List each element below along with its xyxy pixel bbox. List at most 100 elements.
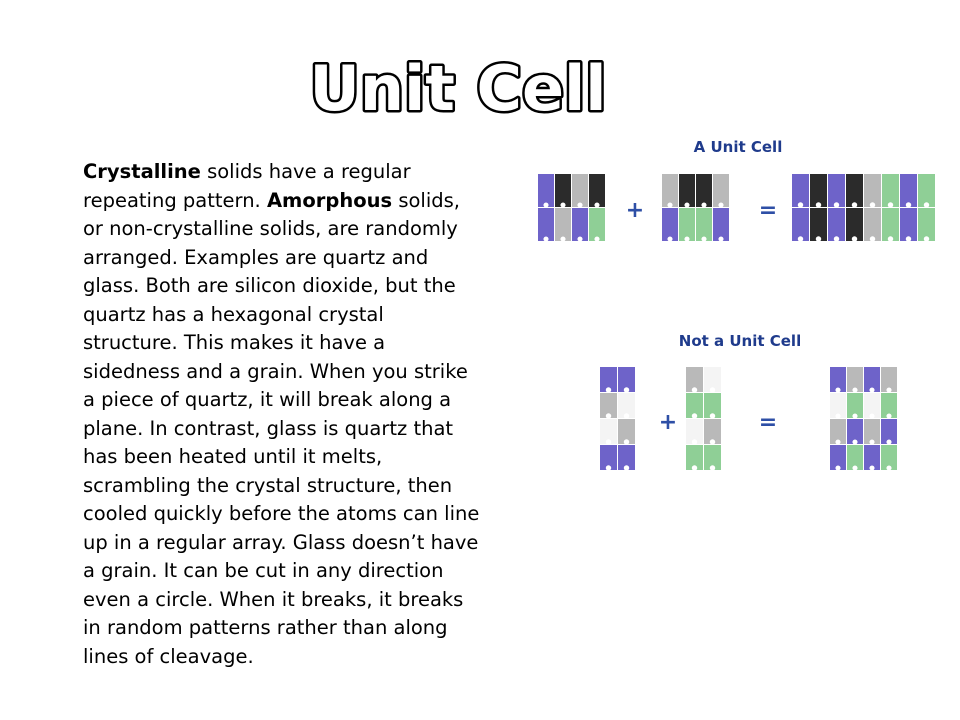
puzzle-knob xyxy=(709,413,716,419)
puzzle-piece xyxy=(830,367,846,392)
puzzle-knob xyxy=(905,236,912,242)
bold-term: Crystalline xyxy=(83,160,201,183)
puzzle-knob xyxy=(815,236,822,242)
puzzle-knob xyxy=(577,202,583,208)
puzzle-piece xyxy=(864,419,880,444)
puzzle-knob xyxy=(835,439,841,445)
puzzle-piece xyxy=(600,367,617,392)
puzzle-knob xyxy=(852,465,858,471)
puzzle-knob xyxy=(869,413,875,419)
plus-sign: + xyxy=(659,410,677,435)
puzzle-knob xyxy=(605,439,612,445)
puzzle-knob xyxy=(815,202,822,208)
unit-cell-row xyxy=(538,174,935,242)
puzzle-knob xyxy=(718,236,724,242)
puzzle-piece xyxy=(662,208,678,241)
puzzle-piece xyxy=(555,174,571,207)
puzzle-piece xyxy=(847,445,863,470)
puzzle-piece xyxy=(918,174,935,207)
puzzle-piece xyxy=(881,393,897,418)
body-paragraph: Crystalline solids have a regular repeat… xyxy=(83,158,483,671)
puzzle-knob xyxy=(833,236,840,242)
puzzle-piece xyxy=(810,208,827,241)
puzzle-piece xyxy=(686,367,703,392)
figure-label-unit-cell: A Unit Cell xyxy=(694,138,783,156)
puzzle-knob xyxy=(667,236,673,242)
equals-sign: = xyxy=(759,410,777,435)
puzzle-knob xyxy=(852,387,858,393)
puzzle-piece xyxy=(881,419,897,444)
puzzle-knob xyxy=(701,236,707,242)
puzzle-knob xyxy=(560,202,566,208)
puzzle-knob xyxy=(886,387,892,393)
puzzle-knob xyxy=(623,465,630,471)
puzzle-knob xyxy=(852,413,858,419)
puzzle-piece xyxy=(864,174,881,207)
puzzle-knob xyxy=(887,236,894,242)
puzzle-piece xyxy=(696,208,712,241)
puzzle-piece xyxy=(618,393,635,418)
puzzle-piece xyxy=(881,367,897,392)
puzzle-knob xyxy=(869,236,876,242)
unit-cell-figure: A Unit Cell + = Not a Unit Cell + = xyxy=(538,138,935,471)
puzzle-piece xyxy=(713,174,729,207)
puzzle-knob xyxy=(923,202,930,208)
puzzle-piece xyxy=(679,208,695,241)
puzzle-piece xyxy=(686,419,703,444)
bold-term: Amorphous xyxy=(266,188,393,212)
figure-label-not-unit-cell: Not a Unit Cell xyxy=(679,332,801,350)
puzzle-knob xyxy=(605,387,612,393)
puzzle-piece xyxy=(900,208,917,241)
puzzle-piece xyxy=(696,174,712,207)
puzzle-knob xyxy=(543,236,549,242)
puzzle-knob xyxy=(543,202,549,208)
puzzle-piece xyxy=(828,208,845,241)
puzzle-knob xyxy=(594,202,600,208)
puzzle-piece xyxy=(600,393,617,418)
puzzle-piece xyxy=(864,393,880,418)
puzzle-piece xyxy=(662,174,678,207)
puzzle-knob xyxy=(886,413,892,419)
puzzle-piece xyxy=(830,445,846,470)
puzzle-piece xyxy=(792,208,809,241)
puzzle-piece xyxy=(686,393,703,418)
puzzle-knob xyxy=(691,465,698,471)
puzzle-piece xyxy=(864,367,880,392)
puzzle-piece xyxy=(713,208,729,241)
puzzle-knob xyxy=(709,465,716,471)
puzzle-knob xyxy=(691,439,698,445)
slide-title: Unit Cell xyxy=(307,50,609,128)
puzzle-piece xyxy=(600,445,617,470)
puzzle-piece xyxy=(704,445,721,470)
puzzle-piece xyxy=(846,174,863,207)
puzzle-piece xyxy=(555,208,571,241)
puzzle-piece xyxy=(828,174,845,207)
puzzle-piece xyxy=(589,174,605,207)
puzzle-knob xyxy=(797,202,804,208)
puzzle-piece xyxy=(792,174,809,207)
puzzle-piece xyxy=(881,445,897,470)
puzzle-knob xyxy=(560,236,566,242)
puzzle-knob xyxy=(623,413,630,419)
equals-sign: = xyxy=(759,198,777,223)
puzzle-knob xyxy=(869,465,875,471)
puzzle-piece xyxy=(572,208,588,241)
puzzle-knob xyxy=(684,236,690,242)
puzzle-piece xyxy=(918,208,935,241)
puzzle-knob xyxy=(835,387,841,393)
puzzle-knob xyxy=(886,465,892,471)
puzzle-piece xyxy=(830,393,846,418)
puzzle-piece xyxy=(538,174,554,207)
puzzle-knob xyxy=(691,387,698,393)
puzzle-piece xyxy=(846,208,863,241)
puzzle-piece xyxy=(600,419,617,444)
puzzle-knob xyxy=(905,202,912,208)
puzzle-piece xyxy=(589,208,605,241)
puzzle-knob xyxy=(701,202,707,208)
puzzle-knob xyxy=(887,202,894,208)
puzzle-knob xyxy=(923,236,930,242)
puzzle-piece xyxy=(686,445,703,470)
puzzle-knob xyxy=(851,202,858,208)
puzzle-knob xyxy=(605,413,612,419)
puzzle-knob xyxy=(667,202,673,208)
